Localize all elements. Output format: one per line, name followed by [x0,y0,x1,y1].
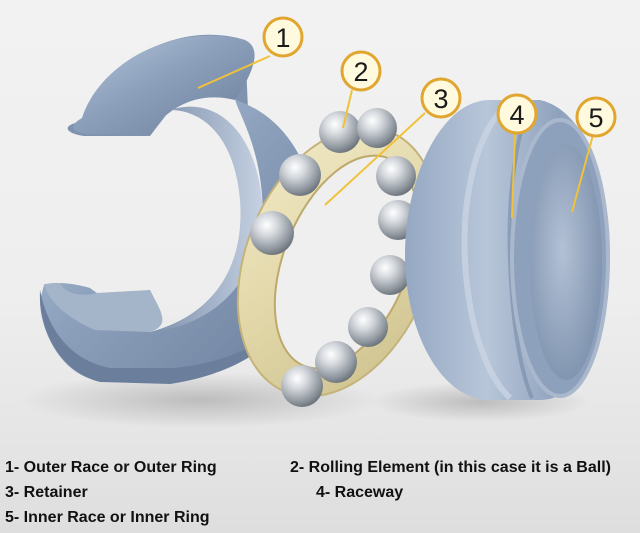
callout-number: 4 [509,100,524,130]
ball [319,111,361,153]
ball [357,108,397,148]
callout-badge [420,77,462,119]
legend-item-5: 5- Inner Race or Inner Ring [5,509,210,526]
leader-line-1 [197,55,271,89]
callout-number: 3 [433,84,448,114]
leader-line-4 [511,132,516,219]
callout-5: 5 [575,96,617,138]
leader-lines [197,55,594,219]
legend-item-2: 2- Rolling Element (in this case it is a… [290,459,611,476]
ball [281,365,323,407]
callout-badge [575,96,617,138]
legend-item-4: 4- Raceway [316,484,404,501]
callout-number: 5 [588,103,603,133]
ball [376,156,416,196]
leader-line-5 [571,134,594,213]
rolling-elements [250,108,418,407]
ball [250,211,294,255]
legend-item-1: 1- Outer Race or Outer Ring [5,459,217,476]
callout-badge [340,50,382,92]
callout-badge [262,16,304,58]
inner-race-illustration [405,99,610,401]
leader-line-3 [324,112,426,206]
leader-line-2 [342,89,353,129]
legend-item-3: 3- Retainer [5,484,88,501]
callout-number: 1 [275,23,290,53]
ball [279,154,321,196]
ball [370,255,410,295]
callout-1: 1 [262,16,304,58]
callout-2: 2 [340,50,382,92]
callout-4: 4 [496,93,538,135]
ball [315,341,357,383]
callout-number: 2 [353,57,368,87]
callout-3: 3 [420,77,462,119]
ball [348,307,388,347]
callout-badge [496,93,538,135]
